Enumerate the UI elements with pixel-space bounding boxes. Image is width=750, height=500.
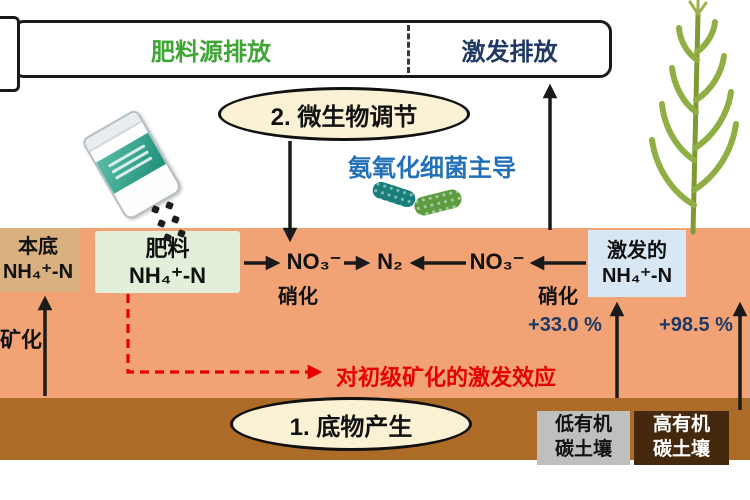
- low-carbon-soil-line1: 低有机: [554, 414, 612, 436]
- fertilizer-pool-formula: NH₄⁺-N: [128, 263, 207, 288]
- high-carbon-soil-line2: 碳土壤: [652, 439, 710, 460]
- background-pool-title: 本底: [18, 236, 58, 258]
- nitrification-right-label: 硝化: [538, 286, 578, 308]
- primed-nh4-pool: 激发的 NH₄⁺-N: [588, 230, 686, 297]
- primed-pool-title: 激发的: [607, 239, 667, 262]
- ammonia-oxidizer-label: 氨氧化细菌主导: [348, 155, 516, 182]
- bacteria-icon: [412, 187, 464, 218]
- mineralization-label: 矿化: [0, 329, 42, 352]
- microbial-regulation-oval: 2. 微生物调节: [218, 87, 470, 141]
- low-carbon-soil-line2: 碳土壤: [554, 439, 612, 460]
- bacteria-icon: [370, 179, 418, 210]
- background-nh4-pool: 本底 NH₄⁺-N: [0, 228, 80, 292]
- background-pool-formula: NH₄⁺-N: [2, 261, 74, 283]
- cutoff-box: [0, 16, 20, 92]
- low-carbon-soil-box: 低有机 碳土壤: [537, 411, 630, 465]
- fertilizer-granules-icon: [148, 200, 208, 250]
- emission-header-box: 肥料源排放 激发排放: [12, 20, 612, 78]
- nitrification-left-label: 硝化: [278, 286, 318, 308]
- substrate-production-label: 1. 底物产生: [289, 413, 413, 441]
- percent-low-label: +33.0 %: [528, 314, 602, 336]
- high-carbon-soil-line1: 高有机: [652, 414, 710, 436]
- high-carbon-soil-box: 高有机 碳土壤: [634, 411, 729, 465]
- no3-right-label: NO₃⁻: [469, 249, 525, 274]
- no3-left-label: NO₃⁻: [286, 249, 342, 274]
- percent-high-label: +98.5 %: [659, 314, 733, 336]
- substrate-production-oval: 1. 底物产生: [230, 397, 472, 451]
- fertilizer-emission-label: 肥料源排放: [151, 38, 272, 66]
- corn-plant-icon: [649, 0, 739, 235]
- priming-emission-label: 激发排放: [461, 38, 558, 66]
- microbial-regulation-label: 2. 微生物调节: [270, 103, 418, 131]
- n2-label: N₂: [377, 249, 403, 274]
- primed-pool-formula: NH₄⁺-N: [601, 264, 673, 287]
- header-dashed-divider: [407, 25, 411, 73]
- priming-effect-label: 对初级矿化的激发效应: [336, 365, 557, 390]
